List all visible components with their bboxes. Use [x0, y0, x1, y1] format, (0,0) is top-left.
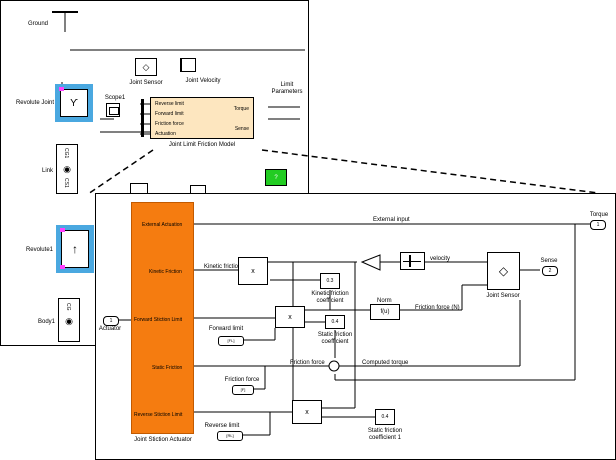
- signal-computed-torque: Computed torque: [362, 360, 409, 366]
- joint-velocity-label: Joint Velocity: [185, 78, 221, 84]
- inport-actuator[interactable]: 1: [103, 316, 119, 326]
- joint-sensor-label: Joint Sensor: [129, 80, 163, 86]
- static-coef1-block[interactable]: 0.4: [375, 409, 395, 425]
- from-friction-label: Friction force: [224, 377, 260, 383]
- joint-sensor-sub-label: Joint Sensor: [486, 293, 520, 299]
- signal-norm: Norm: [377, 298, 392, 304]
- friction-port-in-1: Reverse limit: [155, 101, 184, 107]
- limit-params-label: Limit Parameters: [271, 82, 303, 95]
- inport-actuator-label: Actuator: [98, 326, 122, 332]
- friction-port-in-4: Actuation: [155, 131, 176, 137]
- from-forward-label: Forward limit: [208, 326, 244, 332]
- body-cg-icon: ◉: [65, 315, 73, 326]
- from-reverse-label: Reverse limit: [204, 423, 240, 429]
- sensor-icon: ◇: [142, 61, 150, 72]
- actuator-port-2: Kinetic Friction: [149, 269, 182, 275]
- actuator-port-4: Static Friction: [152, 365, 183, 371]
- link-cs-port: CS1: [63, 178, 69, 188]
- body-label: Body1: [37, 319, 55, 325]
- signal-friction-force-sum: Friction force: [290, 360, 325, 366]
- static-coef1-label: Static friction coefficient 1: [367, 428, 403, 441]
- norm-fcn-block[interactable]: f(u): [370, 304, 400, 320]
- revolute1-label: Revolute1: [25, 247, 53, 253]
- kinetic-coef-block[interactable]: 0.3: [320, 273, 340, 289]
- demux-block[interactable]: [400, 252, 425, 270]
- outport-sense[interactable]: 2: [542, 266, 558, 276]
- revolute-joint-label: Revolute Joint: [15, 100, 54, 106]
- friction-model-label: Joint Limit Friction Model: [168, 142, 236, 148]
- signal-kinetic-friction: Kinetic friction: [204, 264, 242, 270]
- green-info-block[interactable]: ?: [265, 169, 287, 186]
- actuator-port-5: Reverse Stiction Limit: [134, 412, 183, 418]
- kinetic-coef-label: Kinetic friction coefficient: [311, 291, 349, 304]
- signal-velocity: velocity: [430, 256, 451, 262]
- sensor-icon: ◇: [498, 264, 509, 278]
- ground-label: Ground: [28, 21, 49, 27]
- friction-port-in-3: Friction force: [155, 121, 184, 127]
- scope-label: Scope1: [104, 95, 126, 101]
- link-block[interactable]: ◉ CG1 CS1: [56, 144, 78, 194]
- actuator-label: Joint Stiction Actuator: [134, 437, 192, 443]
- joint-arrow-icon: ↑: [72, 242, 78, 256]
- stiction-actuator-block[interactable]: [131, 202, 194, 434]
- friction-port-out-2: Sense: [234, 126, 249, 132]
- friction-port-in-2: Forward limit: [155, 111, 184, 117]
- outport-torque[interactable]: 1: [590, 220, 606, 230]
- static-coef-block[interactable]: 0.4: [325, 315, 345, 329]
- signal-external-input: External input: [373, 217, 410, 223]
- body-block[interactable]: ◉ CG: [58, 298, 80, 342]
- bus-bar: [141, 99, 144, 137]
- friction-port-out-1: Torque: [233, 106, 249, 112]
- from-reverse-limit[interactable]: [RL]: [217, 431, 243, 441]
- link-cg-port: CG1: [63, 148, 69, 159]
- scope-block[interactable]: [106, 103, 120, 117]
- link-label: Link: [41, 168, 53, 174]
- from-forward-limit[interactable]: [FL]: [218, 336, 244, 346]
- joint-sensor-block[interactable]: ◇: [135, 58, 157, 76]
- product-block-3[interactable]: x: [292, 400, 322, 424]
- body-cg-port: CG: [65, 303, 71, 311]
- revolute1-block[interactable]: ↑: [56, 225, 94, 273]
- signal-friction-force: Friction force (N): [415, 305, 460, 311]
- product-block-1[interactable]: x: [238, 257, 268, 285]
- revolute-joint-block[interactable]: ϒ: [55, 84, 93, 122]
- actuator-port-3: Forward Stiction Limit: [134, 317, 183, 323]
- friction-model-block[interactable]: Reverse limit Forward limit Friction for…: [150, 97, 254, 139]
- joint-axis-icon: ϒ: [70, 97, 78, 109]
- outport-sense-label: Sense: [540, 258, 558, 264]
- static-coef-label: Static friction coefficient: [317, 332, 353, 345]
- product-block-2[interactable]: x: [275, 306, 305, 328]
- from-friction-force[interactable]: [F]: [232, 385, 254, 395]
- joint-velocity-block[interactable]: [180, 58, 196, 72]
- link-body-icon: ◉: [63, 163, 71, 174]
- outport-torque-label: Torque: [589, 212, 609, 218]
- joint-sensor-sub-block[interactable]: ◇: [487, 252, 520, 290]
- actuator-port-1: External Actuation: [142, 222, 183, 228]
